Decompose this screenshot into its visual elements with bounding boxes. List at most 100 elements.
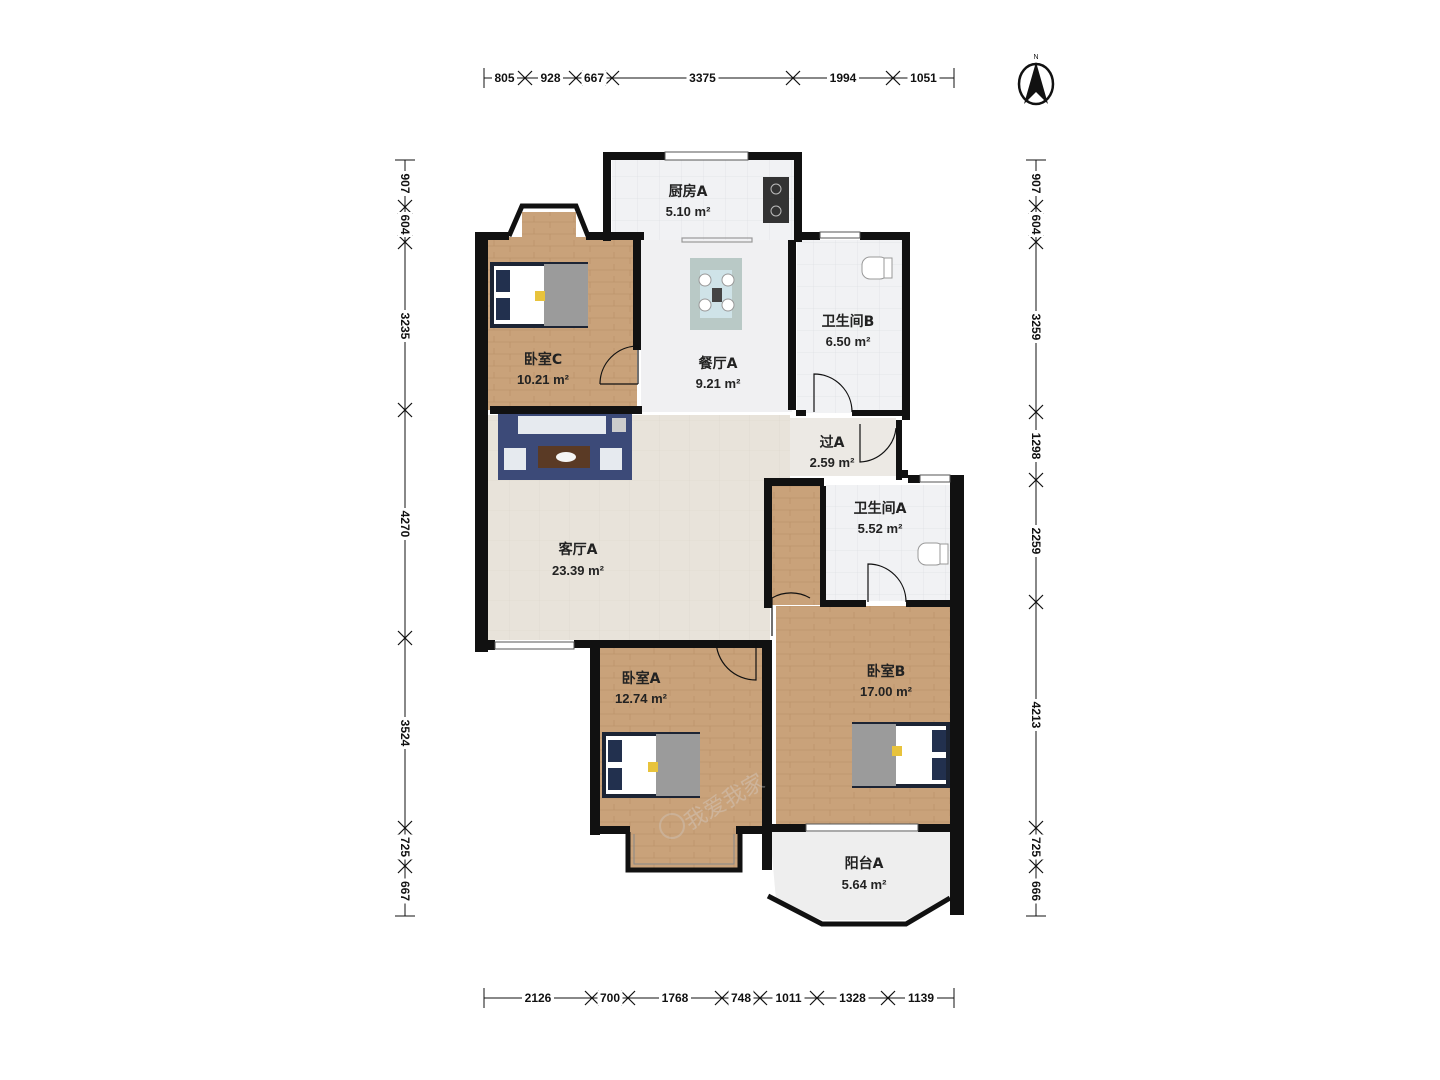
- dimension-tick: [584, 990, 600, 1006]
- dimension-label: 805: [494, 71, 514, 85]
- room-area-bedroom-a: 12.74 m²: [615, 691, 668, 706]
- dining-table: [690, 258, 742, 330]
- dimension-label: 1768: [662, 991, 689, 1005]
- dimension-tick: [568, 70, 584, 86]
- dimension-label: 1298: [1029, 433, 1043, 460]
- dimension-label: 700: [600, 991, 620, 1005]
- floor-bedroom-b: [776, 606, 950, 826]
- dimension-label-bg: [597, 991, 623, 1005]
- dimension-label: 667: [584, 71, 604, 85]
- dimension-label: 2259: [1029, 528, 1043, 555]
- dimension-tick: [517, 70, 533, 86]
- watermark-logo-icon: [659, 813, 685, 839]
- compass-icon: N: [1017, 54, 1055, 106]
- door-bedroom-c: [599, 345, 639, 385]
- room-area-hall: 2.59 m²: [810, 455, 855, 470]
- room-labels: 厨房A 5.10 m² 餐厅A 9.21 m² 卧室C 10.21 m² 卫生间…: [517, 183, 913, 892]
- dimension-label-bg: [398, 834, 412, 860]
- dimension-label: 1994: [830, 71, 857, 85]
- dimension-label-bg: [1029, 878, 1043, 904]
- dimension-tick: [1028, 472, 1044, 488]
- dimension-tick: [880, 990, 896, 1006]
- dimension-label: 907: [398, 173, 412, 193]
- windows: [494, 151, 952, 927]
- dimension-label: 3259: [1029, 314, 1043, 341]
- doors: [599, 237, 907, 681]
- dimension-tick: [1028, 594, 1044, 610]
- dimension-tick: [397, 630, 413, 646]
- dimension-label: 928: [540, 71, 560, 85]
- door-hall: [859, 424, 897, 463]
- dimension-label-bg: [836, 991, 869, 1005]
- dimension-label-bg: [522, 991, 554, 1005]
- dimension-tick: [752, 990, 768, 1006]
- dimension-label-bg: [398, 310, 412, 342]
- room-name-bathroom-a: 卫生间A: [854, 500, 907, 517]
- dimension-label: 1011: [775, 991, 801, 1005]
- dimension-label: 725: [398, 837, 412, 857]
- dimension-label: 604: [1029, 214, 1043, 234]
- dimension-label-bg: [1029, 311, 1043, 343]
- bed-bedroom-b: [852, 722, 950, 788]
- room-area-dining: 9.21 m²: [696, 376, 741, 391]
- room-name-bedroom-a: 卧室A: [622, 670, 661, 687]
- dimension-label: 667: [398, 881, 412, 901]
- dimension-label-bg: [772, 991, 805, 1005]
- dimension-label-bg: [659, 991, 691, 1005]
- door-bathroom-b: [813, 373, 853, 413]
- dimension-tick: [397, 199, 413, 215]
- room-name-bedroom-b: 卧室B: [867, 663, 906, 680]
- dimension-label: 748: [731, 991, 751, 1005]
- dimension-label: 907: [1029, 173, 1043, 193]
- dimension-label: 3235: [398, 313, 412, 340]
- dimension-tick: [1028, 199, 1044, 215]
- dimension-label: 3375: [689, 71, 716, 85]
- dimension-label: 4213: [1029, 702, 1043, 729]
- dimension-label-bg: [581, 71, 607, 85]
- room-name-bathroom-b: 卫生间B: [822, 313, 875, 330]
- dimension-label: 3524: [398, 720, 412, 747]
- dimension-label-bg: [1029, 171, 1043, 196]
- floor-corridor-wood: [770, 485, 822, 605]
- dimension-label: 2126: [525, 991, 552, 1005]
- dimension-tick: [397, 820, 413, 836]
- dimension-tick: [885, 70, 901, 86]
- dimension-tick: [809, 990, 825, 1006]
- floor-hall: [790, 418, 896, 476]
- floor-balcony: [770, 832, 950, 920]
- toilet-a: [917, 542, 949, 566]
- dimension-tick: [1028, 858, 1044, 874]
- dimension-label: 1328: [839, 991, 866, 1005]
- dimension-label-bg: [492, 71, 517, 85]
- dimension-tick: [620, 990, 636, 1006]
- dimension-label: 725: [1029, 837, 1043, 857]
- dimension-tick: [397, 234, 413, 250]
- dimension-label-bg: [398, 171, 412, 196]
- toilet-b: [861, 256, 893, 280]
- dimension-label-bg: [686, 71, 719, 85]
- dimension-label-bg: [907, 71, 940, 85]
- room-area-bathroom-a: 5.52 m²: [858, 521, 903, 536]
- compass-north-label: N: [1033, 54, 1038, 61]
- room-area-bedroom-c: 10.21 m²: [517, 372, 570, 387]
- door-bathroom-a: [867, 563, 907, 603]
- room-name-balcony: 阳台A: [845, 855, 884, 872]
- walls: [475, 152, 964, 915]
- dimension-tick: [397, 402, 413, 418]
- dimension-tick: [604, 70, 620, 86]
- dimension-label: 4270: [398, 511, 412, 538]
- door-bedroom-b: [771, 592, 811, 636]
- dimension-label-bg: [1029, 525, 1043, 557]
- dimension-label-bg: [1029, 699, 1043, 731]
- dimension-label: 1139: [908, 991, 934, 1005]
- furniture: [490, 177, 950, 798]
- room-area-living: 23.39 m²: [552, 563, 605, 578]
- dimension-label-bg: [398, 717, 412, 749]
- dimension-label: 666: [1029, 881, 1043, 901]
- dimension-label-bg: [827, 71, 859, 85]
- dimension-label-bg: [1029, 430, 1043, 462]
- room-name-living: 客厅A: [558, 541, 598, 558]
- bed-bedroom-c: [490, 262, 588, 328]
- room-name-hall: 过A: [820, 434, 845, 451]
